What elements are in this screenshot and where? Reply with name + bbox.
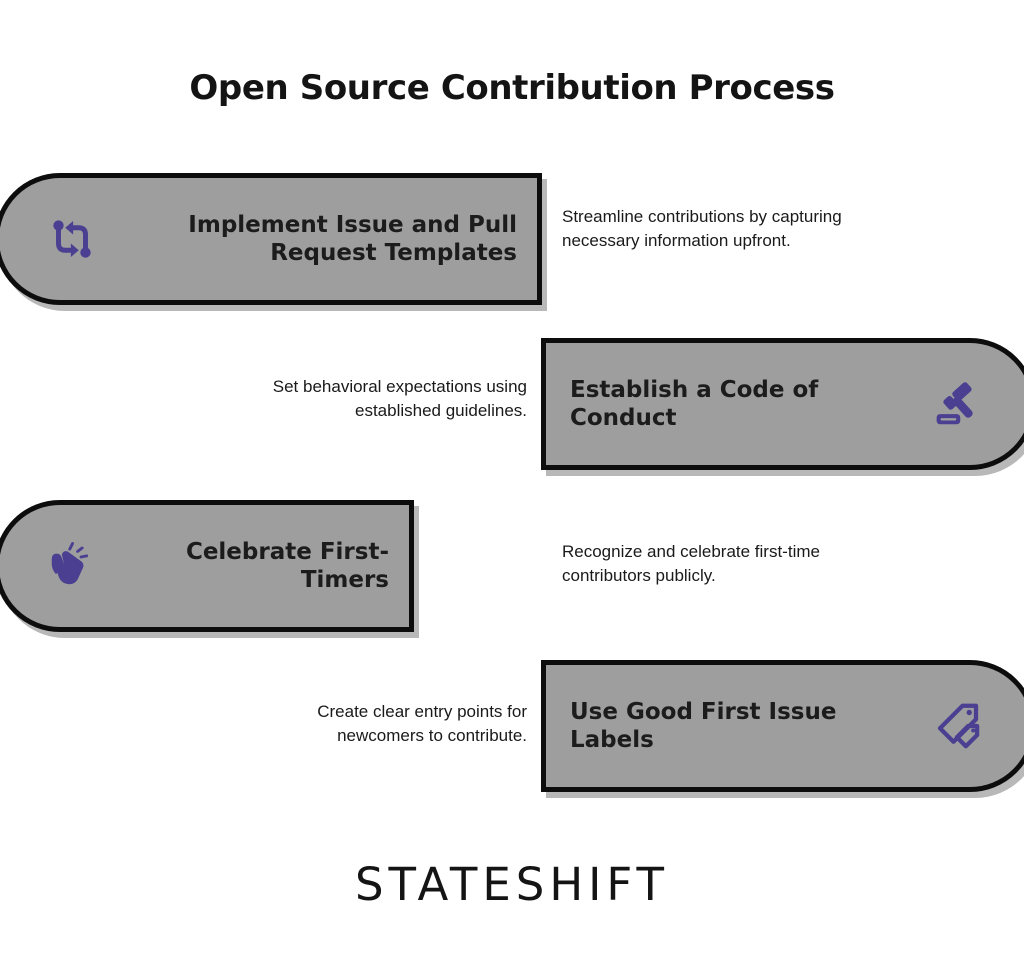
brand-wordmark: STATESHIFT: [354, 858, 670, 911]
step-description: Streamline contributions by capturing ne…: [562, 207, 842, 251]
page-title: Open Source Contribution Process: [189, 68, 835, 108]
tags-icon: [931, 699, 985, 753]
step-label: Celebrate First-Timers: [185, 538, 389, 593]
gavel-icon: [931, 377, 985, 431]
step-bar-4[interactable]: Use Good First Issue Labels: [541, 660, 1024, 792]
step-bar-2[interactable]: Establish a Code of Conduct: [541, 338, 1024, 470]
step-bar-1[interactable]: Implement Issue and Pull Request Templat…: [0, 173, 542, 305]
clapping-hands-icon: [45, 539, 99, 593]
step-description: Recognize and celebrate first-time contr…: [562, 542, 820, 586]
step-description: Set behavioral expectations using establ…: [272, 377, 527, 421]
process-step-row: Create clear entry points for newcomers …: [0, 652, 1024, 802]
process-step-row: Set behavioral expectations using establ…: [0, 330, 1024, 480]
process-step-row: Celebrate First-Timers Recognize and cel…: [0, 492, 1024, 642]
step-label: Establish a Code of Conduct: [570, 376, 819, 431]
step-bar-3[interactable]: Celebrate First-Timers: [0, 500, 414, 632]
step-label: Implement Issue and Pull Request Templat…: [188, 211, 517, 266]
step-description: Create clear entry points for newcomers …: [317, 702, 527, 746]
process-step-row: Implement Issue and Pull Request Templat…: [0, 165, 1024, 315]
pull-request-icon: [45, 212, 99, 266]
step-label: Use Good First Issue Labels: [570, 698, 837, 753]
